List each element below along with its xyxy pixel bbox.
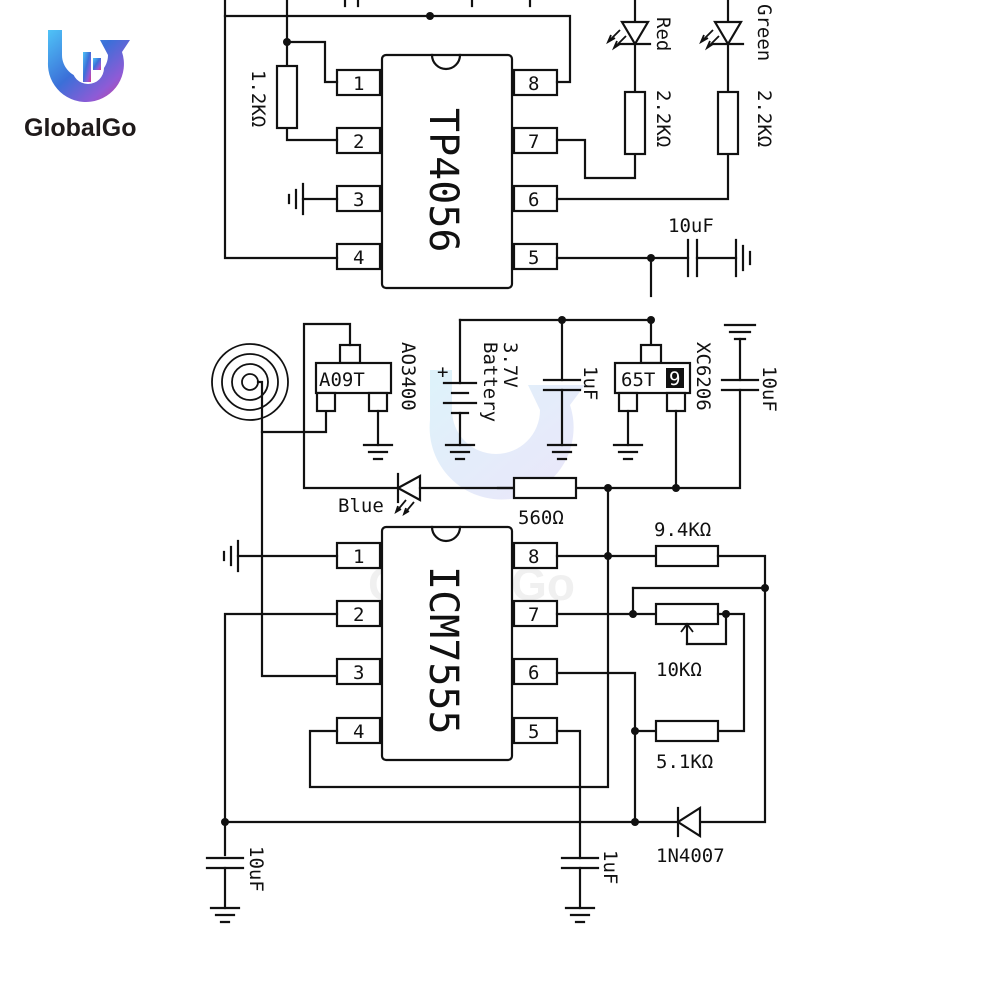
resistor-5k1 [654,719,720,743]
battery-label: Battery [479,342,501,422]
led-blue-label: Blue [338,495,384,517]
capacitor-1uf-battery-label: 1uF [579,366,601,400]
globalgo-logo: GlobalGo [24,30,137,142]
resistor-9k4 [654,544,720,568]
led-red-label: Red [652,17,674,51]
svg-text:7: 7 [528,131,539,153]
resistor-560-label: 560Ω [518,507,564,529]
diode-1n4007-label: 1N4007 [656,845,725,867]
svg-text:7: 7 [528,604,539,626]
svg-text:5: 5 [528,721,539,743]
icm7555-left-pins: 1 2 3 4 [335,541,382,745]
capacitor-1uf-battery [542,318,582,461]
middle-section: A09T AO3400 + 3.7V Battery [211,316,780,678]
svg-text:1: 1 [353,73,364,95]
capacitor-10uf-timer-label: 10uF [245,846,267,892]
svg-text:1: 1 [353,546,364,568]
tp4056-right-pins: 8 7 6 5 [512,68,559,271]
led-blue-icon [394,472,422,517]
ldo-xc6206: 65T 9 [612,318,692,490]
potentiometer-10k-label: 10KΩ [656,659,702,681]
coil-icon [211,343,339,678]
diode-1n4007-icon [675,805,702,839]
svg-text:2: 2 [353,131,364,153]
potentiometer-10k [654,602,720,626]
resistor-5k1-label: 5.1KΩ [656,751,713,773]
capacitor-10uf-top [686,238,752,278]
ldo-badge: 9 [669,368,680,390]
tp4056-section: TP4056 1 2 3 4 8 7 6 5 1.2KΩ [223,0,775,298]
icm7555-section: ICM7555 1 2 3 4 8 7 6 5 9.4KΩ [205,486,769,924]
resistor-green [716,90,740,156]
led-green-icon [713,20,743,47]
icm7555-label: ICM7555 [420,566,466,735]
resistor-1k2 [275,64,299,130]
ground-symbol-icm7555 [222,539,339,573]
capacitor-10uf-top-label: 10uF [668,215,714,237]
logo-mark-icon [47,30,130,103]
svg-text:4: 4 [353,721,364,743]
capacitor-10uf-timer [205,856,245,924]
svg-text:6: 6 [528,662,539,684]
tp4056-label: TP4056 [420,108,466,253]
ground-symbol-tp4056 [287,182,339,216]
brand-name: GlobalGo [24,114,137,142]
svg-text:3: 3 [353,189,364,211]
resistor-red-label: 2.2KΩ [652,90,674,147]
led-green-label: Green [753,4,775,61]
led-red-icon [620,20,650,47]
tp4056-left-pins: 1 2 3 4 [335,68,382,271]
capacitor-1uf-timer [560,856,600,924]
svg-text:8: 8 [528,546,539,568]
capacitor-10uf-ldo-label: 10uF [758,366,780,412]
battery-voltage-label: 3.7V [499,342,521,388]
svg-text:5: 5 [528,247,539,269]
mosfet-ao3400-label: AO3400 [397,342,419,411]
svg-text:2: 2 [353,604,364,626]
battery-icon: + [437,316,655,461]
mosfet-marking: A09T [319,369,365,391]
resistor-9k4-label: 9.4KΩ [654,519,711,541]
svg-text:8: 8 [528,73,539,95]
mosfet-ao3400: A09T [302,322,400,490]
icm7555-right-pins: 8 7 6 5 [512,541,559,745]
ldo-marking: 65T [621,369,655,391]
resistor-red [623,90,647,156]
ldo-xc6206-label: XC6206 [692,342,714,411]
capacitor-1uf-timer-label: 1uF [599,850,621,884]
svg-text:4: 4 [353,247,364,269]
resistor-560 [512,476,578,500]
svg-text:+: + [437,361,448,383]
resistor-green-label: 2.2KΩ [753,90,775,147]
resistor-1k2-label: 1.2KΩ [247,70,269,127]
svg-text:6: 6 [528,189,539,211]
svg-text:3: 3 [353,662,364,684]
capacitor-10uf-ldo [496,323,760,490]
